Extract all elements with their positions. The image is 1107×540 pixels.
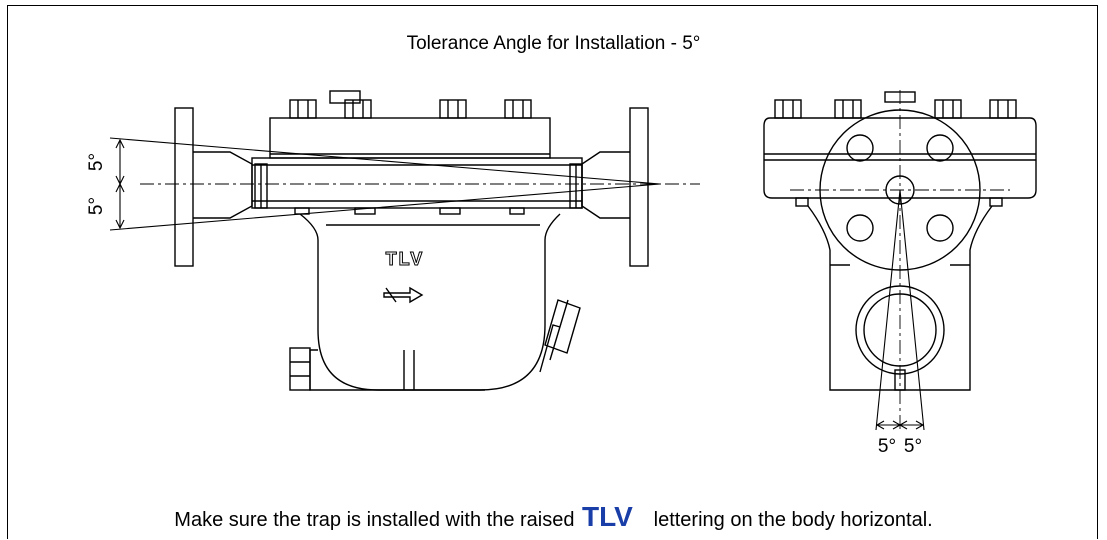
body-marking: TLV — [386, 249, 425, 269]
diagram-title: Tolerance Angle for Installation - 5° — [406, 33, 701, 54]
drawing-frame — [7, 5, 1098, 539]
front-view — [763, 90, 1037, 431]
side-view — [109, 90, 700, 391]
front-angle-left: 5° — [878, 436, 896, 457]
tlv-logo: TLV — [582, 502, 633, 530]
side-angle-upper: 5° — [86, 153, 107, 171]
trap-drawing: TLV 5° 5° 5° 5° — [86, 90, 1037, 457]
tlv-logo-text: TLV — [582, 502, 633, 530]
installation-note: Make sure the trap is installed with the… — [0, 502, 1107, 532]
caption-text-after: lettering on the body horizontal. — [653, 509, 933, 531]
front-angle-right: 5° — [904, 436, 922, 457]
caption-text-before: Make sure the trap is installed with the… — [174, 509, 575, 531]
side-angle-lower: 5° — [86, 197, 107, 215]
